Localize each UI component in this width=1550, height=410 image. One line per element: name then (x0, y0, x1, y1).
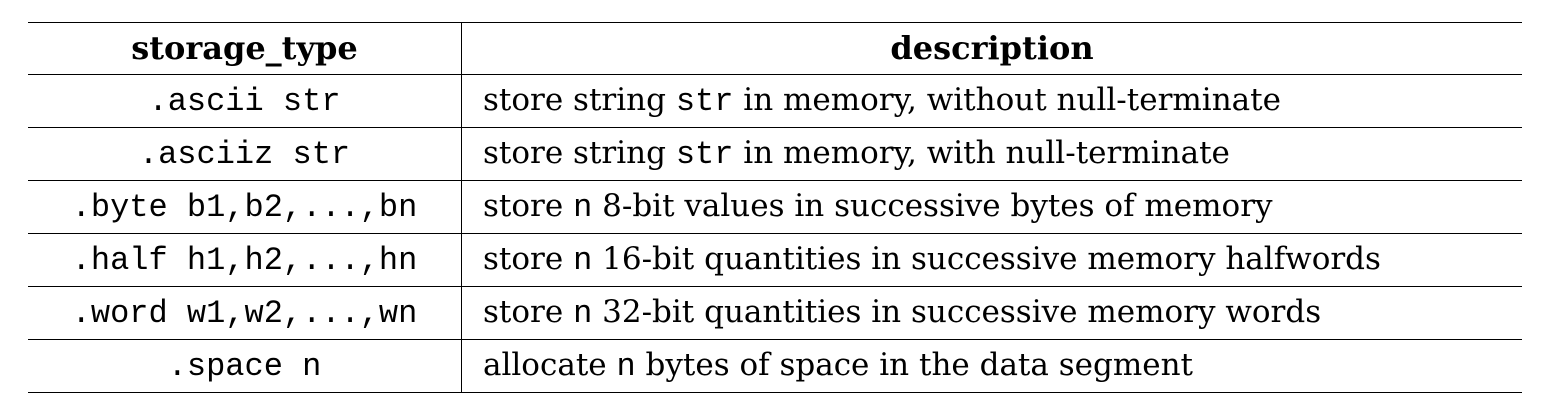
storage-type-cell: .byte b1,b2,...,bn (28, 180, 462, 234)
description-text: store (483, 241, 574, 277)
header-description: description (461, 22, 1522, 75)
description-text: store (483, 294, 574, 330)
description-text: in memory, without null-terminate (733, 82, 1281, 118)
description-code: n (616, 348, 636, 385)
description-text: 16-bit quantities in successive memory h… (592, 241, 1381, 277)
description-text: bytes of space in the data segment (635, 347, 1193, 383)
description-code: str (675, 136, 734, 173)
description-text: store (483, 188, 574, 224)
description-code: n (573, 242, 593, 279)
description-cell: store n 8-bit values in successive bytes… (461, 180, 1522, 234)
storage-type-cell: .word w1,w2,...,wn (28, 286, 462, 340)
storage-type-cell: .half h1,h2,...,hn (28, 233, 462, 287)
description-cell: store string str in memory, with null-te… (461, 127, 1522, 181)
storage-type-cell: .space n (28, 339, 462, 393)
description-code: n (573, 189, 593, 226)
description-cell: store string str in memory, without null… (461, 74, 1522, 128)
description-text: store string (483, 135, 676, 171)
description-cell: store n 16-bit quantities in successive … (461, 233, 1522, 287)
description-code: n (573, 295, 593, 332)
description-text: 8-bit values in successive bytes of memo… (592, 188, 1273, 224)
description-text: in memory, with null-terminate (733, 135, 1230, 171)
description-text: store string (483, 82, 676, 118)
storage-type-cell: .asciiz str (28, 127, 462, 181)
description-code: str (675, 83, 734, 120)
header-storage-type: storage_type (28, 22, 462, 75)
description-cell: allocate n bytes of space in the data se… (461, 339, 1522, 393)
storage-type-cell: .ascii str (28, 74, 462, 128)
description-cell: store n 32-bit quantities in successive … (461, 286, 1522, 340)
description-text: allocate (483, 347, 617, 383)
description-text: 32-bit quantities in successive memory w… (592, 294, 1322, 330)
header-row: storage_type description (28, 22, 1522, 75)
